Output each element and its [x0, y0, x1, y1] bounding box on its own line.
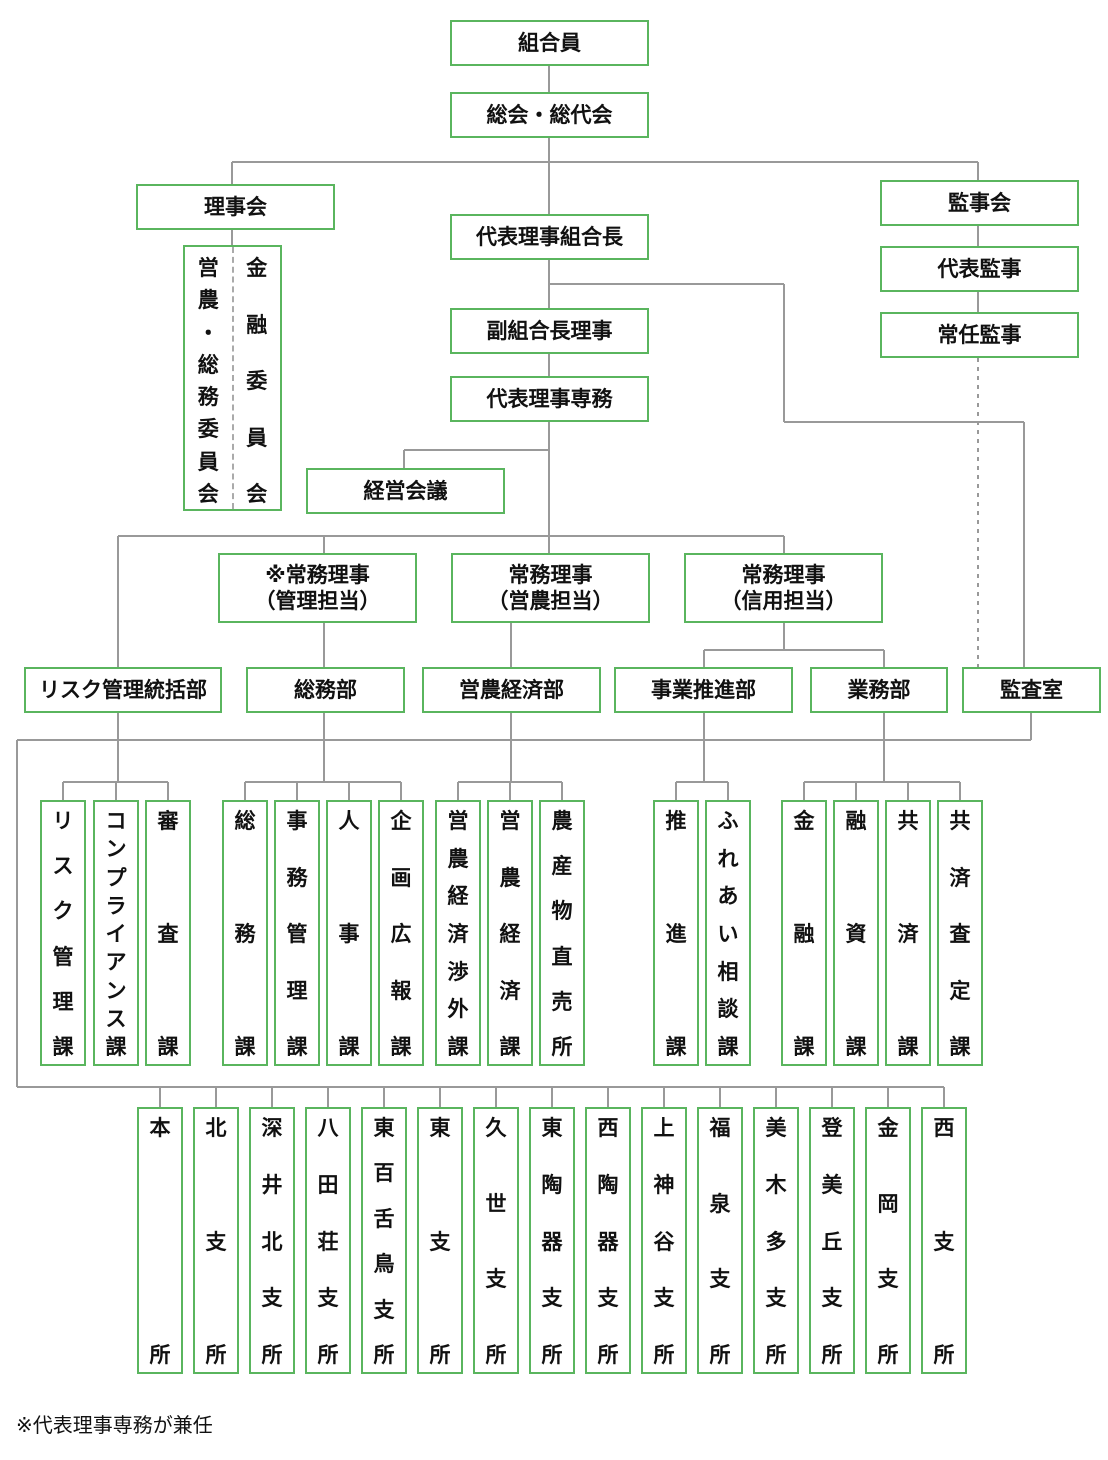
section-box: コンプライアンス課 — [93, 800, 139, 1066]
managing-director-box-label: 代表理事専務 — [486, 387, 613, 411]
managing-director-box: 代表理事専務 — [450, 376, 649, 422]
section-box: ふれあい相談課 — [705, 800, 751, 1066]
footnote: ※代表理事専務が兼任 — [16, 1413, 213, 1437]
department-box-label: 営農経済部 — [459, 678, 564, 702]
vice-president-box-label: 副組合長理事 — [486, 319, 613, 343]
board-box: 理事会 — [136, 184, 335, 230]
audit-board-box-label: 監事会 — [948, 191, 1011, 215]
branch-box: 東支所 — [417, 1107, 463, 1374]
executive-box: 常務理事（営農担当） — [451, 553, 650, 623]
department-box: 業務部 — [810, 667, 948, 713]
executive-box-label: 常務理事 — [508, 563, 593, 587]
section-box: 農産物直売所 — [539, 800, 585, 1066]
general-meeting-box: 総会・総代会 — [450, 92, 649, 138]
agri-general-affairs-committee: 営農・総務委員会 — [197, 256, 219, 506]
department-box: 監査室 — [962, 667, 1101, 713]
department-box-label: 事業推進部 — [651, 678, 756, 702]
members-box-label: 組合員 — [518, 31, 581, 55]
department-box: 事業推進部 — [614, 667, 793, 713]
executive-box-label: ※常務理事 — [265, 563, 370, 587]
members-box: 組合員 — [450, 20, 649, 66]
branch-box: 北支所 — [193, 1107, 239, 1374]
department-box-label: リスク管理統括部 — [39, 678, 207, 702]
executive-box-label: 常務理事 — [741, 563, 826, 587]
management-meeting-box: 経営会議 — [306, 468, 505, 514]
committee-divider — [231, 247, 234, 509]
executive-box-label: （管理担当） — [254, 589, 381, 613]
president-box-label: 代表理事組合長 — [476, 225, 623, 249]
finance-committee: 金融委員会 — [246, 256, 268, 506]
department-box: リスク管理統括部 — [24, 667, 222, 713]
department-box: 総務部 — [246, 667, 405, 713]
branch-box: 深井北支所 — [249, 1107, 295, 1374]
section-box: 推進課 — [653, 800, 699, 1066]
section-box: 総務課 — [222, 800, 268, 1066]
executive-box-label: （信用担当） — [720, 589, 847, 613]
branch-box: 西支所 — [921, 1107, 967, 1374]
rep-auditor-box-label: 代表監事 — [937, 257, 1022, 281]
branch-box: 本所 — [137, 1107, 183, 1374]
department-box-label: 業務部 — [847, 678, 911, 702]
management-meeting-box-label: 経営会議 — [363, 479, 448, 503]
section-box: 共済査定課 — [937, 800, 983, 1066]
executive-box: ※常務理事（管理担当） — [218, 553, 417, 623]
section-box: 事務管理課 — [274, 800, 320, 1066]
audit-board-box: 監事会 — [880, 180, 1079, 226]
rep-auditor-box: 代表監事 — [880, 246, 1079, 292]
department-box-label: 総務部 — [294, 678, 357, 702]
section-box: 企画広報課 — [378, 800, 424, 1066]
committees-box: 営農・総務委員会 金融委員会 — [183, 245, 282, 511]
section-box: 営農経済課 — [487, 800, 533, 1066]
executive-box: 常務理事（信用担当） — [684, 553, 883, 623]
general-meeting-box-label: 総会・総代会 — [486, 103, 613, 127]
vice-president-box: 副組合長理事 — [450, 308, 649, 354]
section-box: 審査課 — [145, 800, 191, 1066]
branch-box: 登美丘支所 — [809, 1107, 855, 1374]
branch-box: 金岡支所 — [865, 1107, 911, 1374]
branch-box: 西陶器支所 — [585, 1107, 631, 1374]
section-box: 金融課 — [781, 800, 827, 1066]
branch-box: 八田荘支所 — [305, 1107, 351, 1374]
branch-box: 上神谷支所 — [641, 1107, 687, 1374]
section-box: 人事課 — [326, 800, 372, 1066]
board-box-label: 理事会 — [204, 195, 267, 219]
executive-box-label: （営農担当） — [487, 589, 614, 613]
section-box: 共済課 — [885, 800, 931, 1066]
section-box: 営農経済渉外課 — [435, 800, 481, 1066]
standing-auditor-box: 常任監事 — [880, 312, 1079, 358]
branch-box: 福泉支所 — [697, 1107, 743, 1374]
branch-box: 東陶器支所 — [529, 1107, 575, 1374]
section-box: リスク管理課 — [40, 800, 86, 1066]
branch-box: 久世支所 — [473, 1107, 519, 1374]
branch-box: 美木多支所 — [753, 1107, 799, 1374]
standing-auditor-box-label: 常任監事 — [937, 323, 1022, 347]
department-box: 営農経済部 — [422, 667, 601, 713]
president-box: 代表理事組合長 — [450, 214, 649, 260]
section-box: 融資課 — [833, 800, 879, 1066]
branch-box: 東百舌鳥支所 — [361, 1107, 407, 1374]
department-box-label: 監査室 — [1000, 678, 1063, 702]
